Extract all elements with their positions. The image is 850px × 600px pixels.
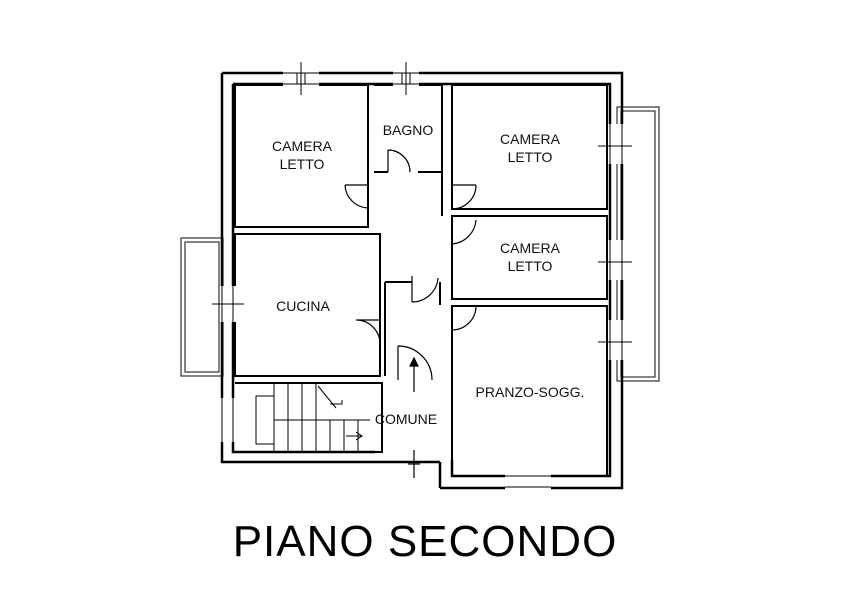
- label-camera3-l1: CAMERA: [500, 240, 561, 256]
- room-camera-letto-3: [451, 215, 608, 300]
- label-bagno: BAGNO: [383, 122, 434, 138]
- window-bottom-soggiorno: [505, 474, 551, 490]
- window-right-soggiorno: [598, 320, 632, 360]
- room-camera-letto-2: [451, 84, 608, 210]
- balcony-right-inner: [620, 110, 656, 378]
- door-bagno: [387, 149, 411, 173]
- door-cucina: [355, 319, 381, 345]
- stair-well: [255, 395, 275, 445]
- stair-arrow-down: [346, 431, 364, 441]
- floor-title: PIANO SECONDO: [233, 517, 618, 566]
- doors: [344, 149, 477, 381]
- windows: [212, 62, 632, 490]
- label-cucina: CUCINA: [276, 298, 330, 314]
- staircase: [255, 384, 370, 452]
- label-pranzo-sogg: PRANZO-SOGG.: [476, 384, 585, 400]
- door-ingresso: [397, 345, 433, 381]
- door-corridor: [411, 276, 439, 303]
- entry-arrows: [408, 356, 420, 478]
- room-comune: [235, 382, 383, 453]
- balconies: [180, 106, 660, 382]
- balcony-left-inner: [184, 241, 220, 373]
- window-left-cucina: [212, 286, 244, 322]
- window-right-camera2: [598, 124, 632, 164]
- door-camera3: [451, 218, 477, 245]
- label-camera3-l2: LETTO: [508, 258, 553, 274]
- door-camera2: [451, 184, 477, 210]
- rooms: [234, 84, 608, 477]
- door-camera1: [344, 184, 369, 209]
- door-soggiorno: [451, 305, 477, 331]
- room-pranzo-sogg: [451, 305, 608, 477]
- window-left-stairs: [220, 398, 236, 442]
- room-labels: CAMERA LETTO BAGNO CAMERA LETTO CAMERA L…: [272, 122, 584, 427]
- balcony-left: [180, 237, 224, 377]
- label-camera1-l1: CAMERA: [272, 138, 333, 154]
- label-camera2-l1: CAMERA: [500, 131, 561, 147]
- label-camera1-l2: LETTO: [280, 156, 325, 172]
- window-top-bagno: [393, 62, 419, 95]
- arrow-up-icon: [409, 356, 419, 367]
- stair-arrow-up: [330, 400, 343, 405]
- label-camera2-l2: LETTO: [508, 149, 553, 165]
- window-top-left: [283, 62, 319, 95]
- window-right-camera3: [598, 240, 632, 280]
- label-comune: COMUNE: [375, 411, 437, 427]
